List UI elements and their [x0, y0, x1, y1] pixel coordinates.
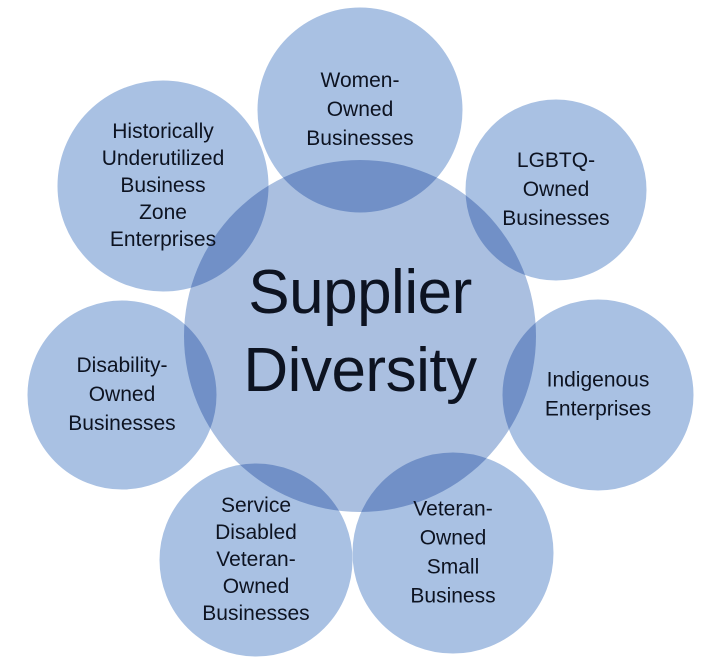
satellite-circle-women-owned-businesses[interactable]: [254, 4, 466, 216]
label-line: Veteran-: [216, 548, 295, 571]
label-line: Historically: [112, 120, 214, 143]
label-line: Veteran-: [413, 497, 492, 520]
label-line: Business: [120, 174, 205, 197]
label-line: Small: [427, 555, 480, 578]
label-line: Indigenous: [547, 368, 650, 391]
label-line: Disability-: [76, 354, 167, 377]
satellite-circle-service-disabled-veteran-owned-businesses[interactable]: [156, 460, 356, 660]
satellite-circle-group: [24, 4, 697, 660]
label-line: Owned: [523, 178, 590, 201]
hub-circle: [184, 160, 536, 512]
label-line: LGBTQ-: [517, 149, 595, 172]
label-line: Businesses: [68, 412, 175, 435]
label-line: Disabled: [215, 521, 297, 544]
label-line: Service: [221, 494, 291, 517]
label-line: Enterprises: [545, 397, 651, 420]
hub-node[interactable]: [184, 160, 536, 512]
satellite-circle-indigenous-enterprises[interactable]: [499, 296, 697, 494]
satellite-circle-historically-underutilized-business-zone-enterprises[interactable]: [54, 77, 272, 295]
satellite-circle-veteran-owned-small-business[interactable]: [349, 449, 557, 657]
satellite-circle-lgbtq-owned-businesses[interactable]: [462, 96, 650, 284]
label-line: Enterprises: [110, 228, 216, 251]
satellite-circle-disability-owned-businesses[interactable]: [24, 297, 220, 493]
label-line: Zone: [139, 201, 187, 224]
label-line: Businesses: [502, 207, 609, 230]
label-line: Supplier: [248, 258, 471, 327]
label-line: Owned: [327, 98, 394, 121]
label-line: Women-: [321, 69, 400, 92]
label-line: Owned: [420, 526, 487, 549]
label-line: Businesses: [306, 127, 413, 150]
label-line: Diversity: [243, 336, 477, 405]
label-line: Businesses: [202, 602, 309, 625]
label-line: Owned: [223, 575, 290, 598]
label-line: Underutilized: [102, 147, 225, 170]
label-line: Owned: [89, 383, 156, 406]
label-line: Business: [410, 584, 495, 607]
